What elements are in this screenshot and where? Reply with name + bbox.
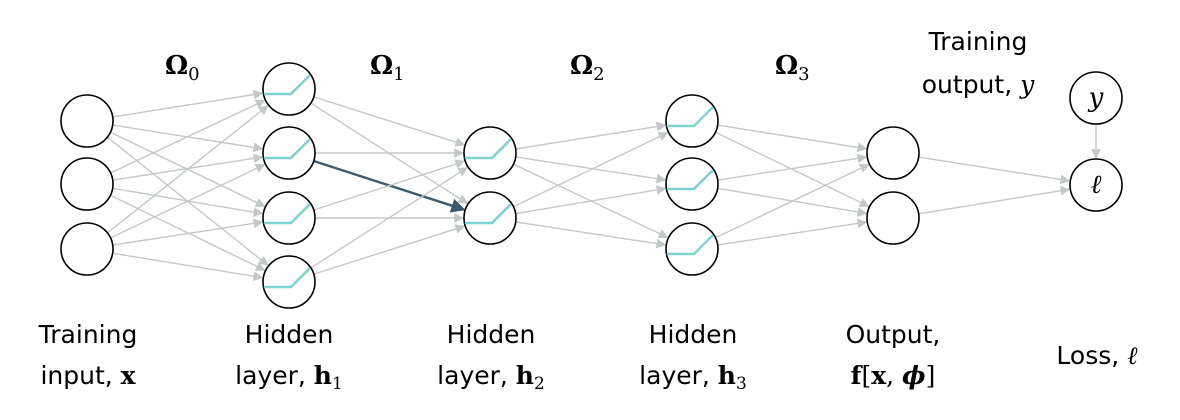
edge-h2-1-to-h3-2	[515, 156, 667, 184]
hidden1-label-line1: Hidden	[245, 320, 334, 349]
training-output-label-line1: Training	[928, 27, 1028, 56]
edge-output-1-to-loss	[918, 156, 1071, 185]
edge-input-1-to-h1-1	[112, 89, 264, 118]
input-node-2	[60, 157, 114, 211]
h1-node-2-relu-icon	[263, 138, 311, 160]
h1-node-3-relu-icon	[263, 203, 311, 225]
output-node-2	[866, 191, 920, 245]
hidden3-label-line1: Hidden	[649, 320, 738, 349]
edge-h2-2-to-h3-1	[513, 132, 669, 208]
edge-h1-4-to-h2-1	[310, 166, 469, 269]
loss-label: Loss, ℓ	[1056, 341, 1138, 370]
edge-input-3-to-h1-3	[112, 218, 264, 246]
hidden1-label-line2: layer, h1	[235, 361, 343, 394]
edge-h3-3-to-output-2	[717, 218, 868, 246]
edge-input-3-to-h1-2	[110, 163, 266, 239]
network-nodes	[60, 62, 1123, 309]
edge-h2-2-to-h3-3	[515, 221, 667, 249]
edge-input-3-to-h1-1	[106, 105, 269, 234]
h1-node-3	[262, 191, 316, 245]
h1-node-1-relu-icon	[263, 74, 311, 96]
h1-node-4-relu-icon	[263, 267, 311, 289]
h1-node-1	[262, 62, 316, 116]
hidden2-label-line1: Hidden	[447, 320, 536, 349]
edge-h1-1-to-h2-1	[313, 96, 466, 147]
h2-node-1-relu-icon	[464, 138, 512, 160]
output-label-line2: f[x, ϕ]	[851, 361, 936, 390]
h3-node-2-relu-icon	[666, 169, 714, 191]
input-label-line2: input, x	[40, 361, 136, 390]
edge-h3-1-to-output-1	[717, 124, 868, 153]
edge-output-2-to-loss	[918, 185, 1071, 215]
h3-node-3	[665, 222, 719, 276]
edge-h2-2-to-h3-2	[515, 185, 667, 215]
h1-node-4	[262, 255, 316, 309]
edge-h2-1-to-h3-1	[515, 121, 667, 150]
hidden2-label-line2: layer, h2	[437, 361, 545, 394]
h3-node-1	[665, 94, 719, 148]
h3-node-3-relu-icon	[666, 234, 714, 256]
weight-label-2: Ω2	[570, 51, 605, 85]
h2-node-2-relu-icon	[464, 203, 512, 225]
target-node	[1069, 71, 1123, 125]
edge-input-2-to-h1-1	[110, 99, 266, 174]
edge-h3-1-to-output-2	[715, 131, 870, 207]
loss-node-symbol: ℓ	[1091, 170, 1102, 200]
h1-node-2	[262, 126, 316, 180]
edge-input-3-to-h1-4	[112, 252, 264, 282]
edge-h1-3-to-h2-1	[313, 159, 466, 211]
output-node-1	[866, 126, 920, 180]
h3-node-1-relu-icon	[666, 106, 714, 128]
edge-h3-3-to-output-1	[715, 164, 870, 239]
connection-edges	[106, 89, 1101, 282]
target-node-symbol: y	[1088, 83, 1104, 113]
edge-h1-4-to-h2-2	[313, 224, 466, 275]
loss-node	[1069, 158, 1123, 212]
weight-label-0: Ω0	[165, 51, 200, 85]
h2-node-1	[463, 126, 517, 180]
h3-node-2	[665, 157, 719, 211]
input-node-1	[60, 94, 114, 148]
input-node-3	[60, 222, 114, 276]
training-output-label-line2: output, y	[922, 70, 1035, 99]
input-label-line1: Training	[38, 320, 138, 349]
edge-h3-2-to-output-1	[717, 153, 868, 181]
weight-label-3: Ω3	[775, 51, 810, 85]
h2-node-2	[463, 191, 517, 245]
edge-input-2-to-h1-4	[110, 194, 266, 271]
output-label-line1: Output,	[846, 320, 941, 349]
weight-label-1: Ω1	[370, 51, 405, 85]
hidden3-label-line2: layer, h3	[639, 361, 747, 394]
